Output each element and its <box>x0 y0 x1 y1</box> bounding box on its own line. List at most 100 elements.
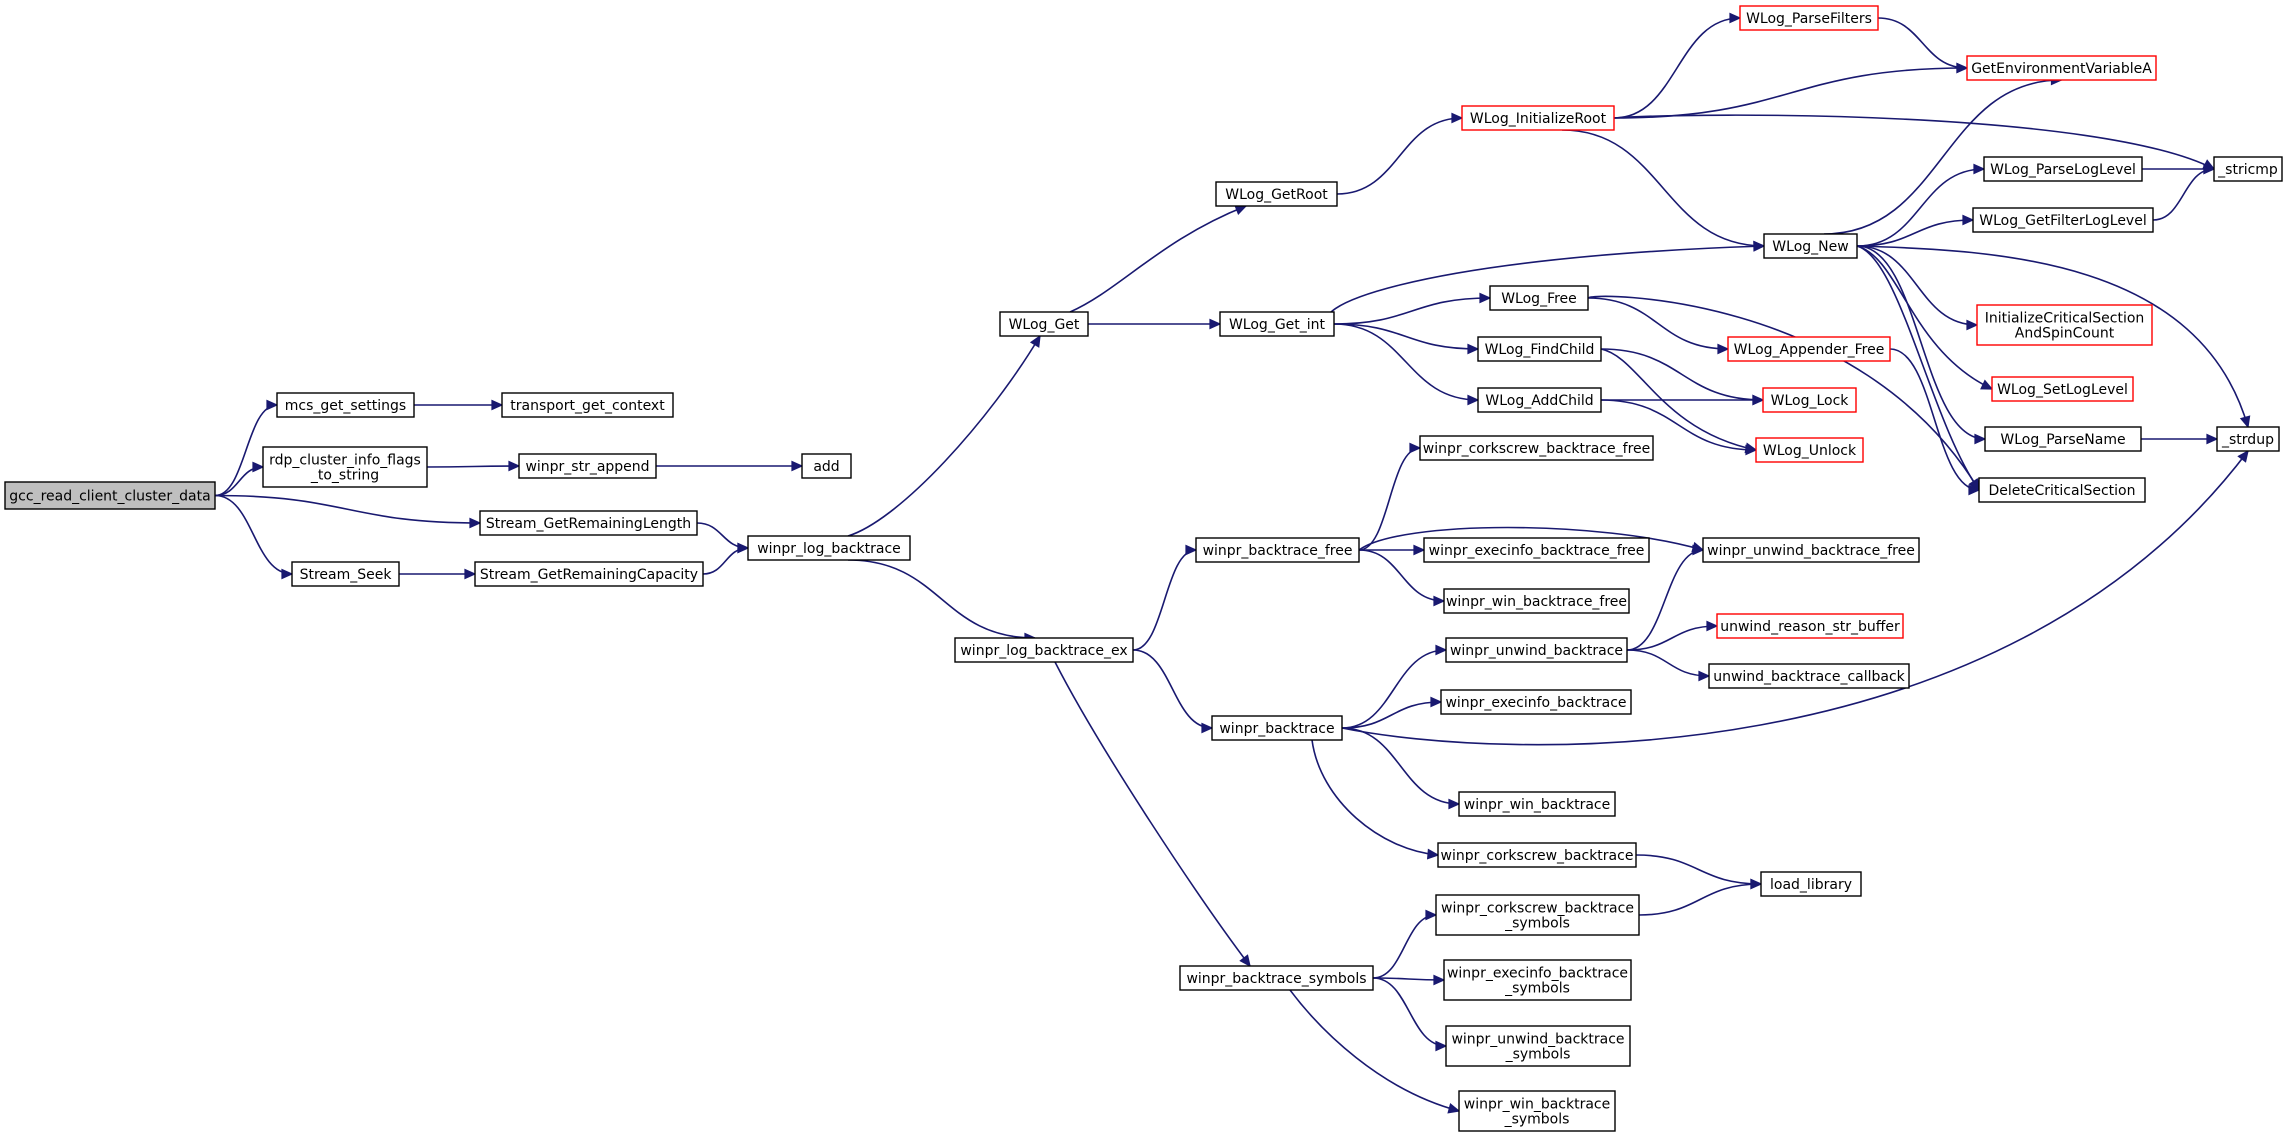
node-_strdup[interactable]: _strdup <box>2216 426 2280 452</box>
node-label: winpr_execinfo_backtrace_free <box>1429 543 1645 559</box>
node-label: WLog_Unlock <box>1763 443 1857 459</box>
edge-winpr_backtrace_symbols-to-winpr_execinfo_backtrace_symbols <box>1372 974 1446 986</box>
node-label: WLog_New <box>1772 239 1848 255</box>
node-unwind_reason_str_buffer[interactable]: unwind_reason_str_buffer <box>1716 613 1904 639</box>
node-winpr_log_backtrace[interactable]: winpr_log_backtrace <box>747 535 911 561</box>
edge-winpr_backtrace-to-winpr_unwind_backtrace <box>1341 644 1448 729</box>
edge-WLog_InitializeRoot-to-WLog_ParseFilters <box>1613 12 1742 119</box>
edge-WLog_AddChild-to-WLog_Lock <box>1601 394 1765 406</box>
node-label: Stream_Seek <box>300 567 393 583</box>
edge-WLog_ParseName-to-_strdup <box>2141 433 2219 445</box>
node-WLog_SetLogLevel[interactable]: WLog_SetLogLevel <box>1991 376 2134 402</box>
node-label: unwind_reason_str_buffer <box>1720 619 1900 635</box>
edge-WLog_InitializeRoot-to-WLog_New <box>1561 129 1766 252</box>
node-label: AndSpinCount <box>2015 326 2115 342</box>
node-label: gcc_read_client_cluster_data <box>9 489 210 505</box>
edge-WLog_Get_int-to-WLog_FindChild <box>1333 323 1480 355</box>
node-winpr_backtrace_free[interactable]: winpr_backtrace_free <box>1195 537 1360 563</box>
node-DeleteCriticalSection[interactable]: DeleteCriticalSection <box>1978 477 2146 503</box>
edge-WLog_Get-to-WLog_Get_int <box>1088 318 1222 330</box>
edge-Stream_Seek-to-Stream_GetRemainingCapacity <box>399 568 477 580</box>
node-label: transport_get_context <box>510 398 665 414</box>
edge-winpr_str_append-to-add <box>656 460 804 472</box>
edge-WLog_ParseFilters-to-GetEnvironmentVariableA <box>1877 17 1969 74</box>
node-WLog_Get_int[interactable]: WLog_Get_int <box>1219 311 1335 337</box>
node-WLog_AddChild[interactable]: WLog_AddChild <box>1477 387 1602 413</box>
node-WLog_New[interactable]: WLog_New <box>1763 233 1858 259</box>
node-transport_get_context[interactable]: transport_get_context <box>501 392 674 418</box>
node-label: winpr_unwind_backtrace <box>1451 1032 1624 1048</box>
edge-winpr_backtrace-to-_strdup <box>1341 449 2249 746</box>
node-winpr_backtrace_symbols[interactable]: winpr_backtrace_symbols <box>1179 965 1374 991</box>
edge-winpr_backtrace_symbols-to-winpr_win_backtrace_symbols <box>1289 989 1461 1114</box>
node-WLog_FindChild[interactable]: WLog_FindChild <box>1477 336 1602 362</box>
node-winpr_execinfo_backtrace[interactable]: winpr_execinfo_backtrace <box>1440 689 1632 715</box>
node-label: InitializeCriticalSection <box>1985 311 2145 327</box>
node-winpr_unwind_backtrace_symbols[interactable]: winpr_unwind_backtrace_symbols <box>1445 1025 1631 1067</box>
node-winpr_win_backtrace[interactable]: winpr_win_backtrace <box>1458 791 1616 817</box>
node-mcs_get_settings[interactable]: mcs_get_settings <box>276 392 415 418</box>
edge-mcs_get_settings-to-transport_get_context <box>414 399 504 411</box>
node-label: WLog_ParseLogLevel <box>1990 162 2136 178</box>
node-gcc_read_client_cluster_data[interactable]: gcc_read_client_cluster_data <box>4 481 216 510</box>
node-WLog_GetFilterLogLevel[interactable]: WLog_GetFilterLogLevel <box>1972 207 2154 233</box>
node-label: WLog_ParseName <box>2000 432 2125 448</box>
node-Stream_Seek[interactable]: Stream_Seek <box>291 561 400 587</box>
edge-Stream_GetRemainingCapacity-to-winpr_log_backtrace <box>702 542 750 575</box>
edge-WLog_New-to-DeleteCriticalSection <box>1856 245 1980 492</box>
edge-winpr_backtrace_symbols-to-winpr_corkscrew_backtrace_symbols <box>1372 909 1438 979</box>
node-WLog_Unlock[interactable]: WLog_Unlock <box>1755 437 1864 463</box>
edge-winpr_log_backtrace-to-winpr_log_backtrace_ex <box>847 559 1037 644</box>
edge-winpr_unwind_backtrace-to-winpr_unwind_backtrace_free <box>1626 544 1705 651</box>
node-winpr_corkscrew_backtrace_free[interactable]: winpr_corkscrew_backtrace_free <box>1419 435 1654 461</box>
node-unwind_backtrace_callback[interactable]: unwind_backtrace_callback <box>1708 663 1910 689</box>
node-GetEnvironmentVariableA[interactable]: GetEnvironmentVariableA <box>1966 55 2157 81</box>
node-label: winpr_backtrace_symbols <box>1186 971 1366 987</box>
node-WLog_GetRoot[interactable]: WLog_GetRoot <box>1215 181 1338 207</box>
node-winpr_str_append[interactable]: winpr_str_append <box>518 453 657 479</box>
node-WLog_Lock[interactable]: WLog_Lock <box>1762 387 1857 413</box>
node-label: load_library <box>1770 877 1852 893</box>
node-load_library[interactable]: load_library <box>1760 871 1862 897</box>
edge-WLog_New-to-WLog_GetFilterLogLevel <box>1856 214 1975 247</box>
node-winpr_execinfo_backtrace_free[interactable]: winpr_execinfo_backtrace_free <box>1423 537 1650 563</box>
node-winpr_corkscrew_backtrace[interactable]: winpr_corkscrew_backtrace <box>1437 842 1637 868</box>
node-WLog_ParseLogLevel[interactable]: WLog_ParseLogLevel <box>1983 156 2143 182</box>
node-winpr_win_backtrace_free[interactable]: winpr_win_backtrace_free <box>1443 588 1630 614</box>
node-WLog_Appender_Free[interactable]: WLog_Appender_Free <box>1727 336 1891 362</box>
node-WLog_ParseFilters[interactable]: WLog_ParseFilters <box>1739 5 1879 31</box>
edge-WLog_InitializeRoot-to-GetEnvironmentVariableA <box>1613 62 1969 119</box>
node-label: _symbols <box>1504 981 1570 997</box>
node-WLog_Get[interactable]: WLog_Get <box>999 311 1089 337</box>
node-winpr_win_backtrace_symbols[interactable]: winpr_win_backtrace_symbols <box>1458 1090 1616 1132</box>
node-winpr_unwind_backtrace[interactable]: winpr_unwind_backtrace <box>1445 637 1628 663</box>
node-winpr_unwind_backtrace_free[interactable]: winpr_unwind_backtrace_free <box>1702 537 1920 563</box>
node-_stricmp[interactable]: _stricmp <box>2213 156 2283 182</box>
edge-winpr_log_backtrace_ex-to-winpr_backtrace_free <box>1132 544 1198 651</box>
node-winpr_execinfo_backtrace_symbols[interactable]: winpr_execinfo_backtrace_symbols <box>1443 959 1632 1001</box>
nodes-layer: gcc_read_client_cluster_data mcs_get_sett… <box>4 5 2283 1132</box>
edge-WLog_GetRoot-to-WLog_InitializeRoot <box>1336 112 1464 195</box>
edge-WLog_AddChild-to-WLog_Unlock <box>1600 399 1758 456</box>
edge-WLog_New-to-InitializeCriticalSectionAndSpinCount <box>1856 245 1979 331</box>
node-Stream_GetRemainingLength[interactable]: Stream_GetRemainingLength <box>479 510 698 536</box>
node-WLog_InitializeRoot[interactable]: WLog_InitializeRoot <box>1461 105 1615 131</box>
node-WLog_Free[interactable]: WLog_Free <box>1489 285 1589 311</box>
node-winpr_log_backtrace_ex[interactable]: winpr_log_backtrace_ex <box>954 637 1134 663</box>
edge-gcc_read_client_cluster_data-to-rdp_cluster_info_flags_to_string <box>214 461 265 497</box>
node-add[interactable]: add <box>801 453 852 479</box>
edge-WLog_Appender_Free-to-DeleteCriticalSection <box>1889 348 1981 496</box>
node-Stream_GetRemainingCapacity[interactable]: Stream_GetRemainingCapacity <box>474 561 704 587</box>
node-label: _symbols <box>1505 1047 1571 1063</box>
node-label: winpr_backtrace <box>1219 721 1334 737</box>
node-label: mcs_get_settings <box>285 398 406 414</box>
node-label: winpr_win_backtrace <box>1464 797 1610 813</box>
node-winpr_corkscrew_backtrace_symbols[interactable]: winpr_corkscrew_backtrace_symbols <box>1435 894 1640 936</box>
node-rdp_cluster_info_flags_to_string[interactable]: rdp_cluster_info_flags_to_string <box>262 446 428 488</box>
node-label: rdp_cluster_info_flags <box>269 453 421 469</box>
node-WLog_ParseName[interactable]: WLog_ParseName <box>1984 426 2142 452</box>
edge-WLog_GetFilterLogLevel-to-_stricmp <box>2152 163 2216 221</box>
node-winpr_backtrace[interactable]: winpr_backtrace <box>1211 715 1343 741</box>
